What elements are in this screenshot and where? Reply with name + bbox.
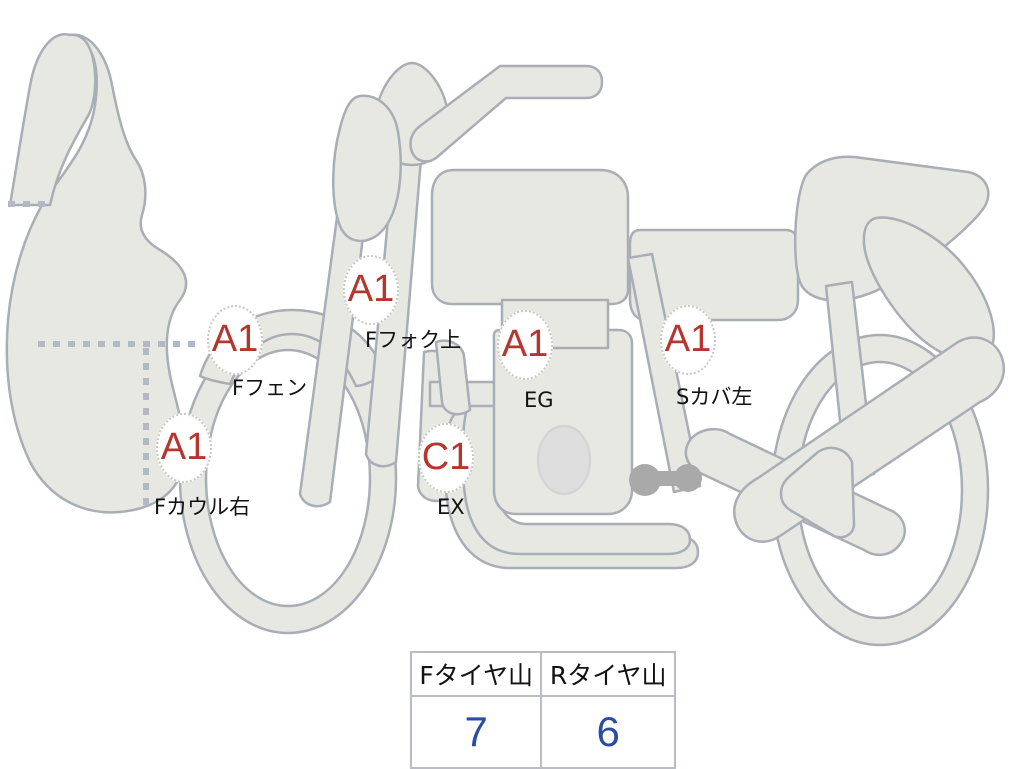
marker-label-side-cover-left: Sカバ左	[676, 385, 753, 409]
marker-label-engine: EG	[524, 388, 554, 412]
tyre-tread-table: Fタイヤ山 Rタイヤ山 7 6	[409, 651, 676, 769]
tyre-table-header-rear: Rタイヤ山	[540, 651, 676, 697]
marker-side-cover-left[interactable]: A1	[660, 305, 716, 375]
tyre-table-header-front: Fタイヤ山	[409, 651, 543, 697]
marker-engine[interactable]: A1	[497, 310, 553, 380]
marker-grade: C1	[421, 436, 471, 478]
fuel-tank	[430, 168, 630, 306]
marker-grade: A1	[160, 426, 208, 468]
guide-lines	[8, 201, 196, 508]
marker-label-f-fender: Fフェン	[232, 376, 308, 400]
marker-label-f-cowl-right: Fカウル右	[154, 495, 251, 519]
tyre-table-value-rear: 6	[540, 695, 676, 769]
handlebar	[409, 64, 604, 163]
tyre-table-value-front: 7	[409, 695, 543, 769]
marker-grade: A1	[347, 268, 395, 310]
frame-down-tube	[626, 252, 702, 494]
shock-bracket	[779, 446, 856, 539]
clutch-cover	[536, 424, 592, 496]
marker-label-exhaust: EX	[437, 495, 465, 519]
footpeg	[629, 464, 702, 496]
windscreen-shape	[8, 33, 97, 207]
marker-f-fork-upper[interactable]: A1	[343, 255, 399, 325]
marker-grade: A1	[501, 323, 549, 365]
table-value-row: 7 6	[409, 695, 676, 769]
meter-panel	[331, 94, 402, 243]
table-header-row: Fタイヤ山 Rタイヤ山	[409, 651, 676, 697]
marker-label-f-fork-upper: Fフォク上	[365, 328, 462, 352]
marker-f-fender[interactable]: A1	[207, 305, 263, 375]
marker-exhaust[interactable]: C1	[418, 423, 474, 493]
marker-grade: A1	[211, 318, 259, 360]
marker-grade: A1	[664, 318, 712, 360]
marker-f-cowl-right[interactable]: A1	[156, 413, 212, 483]
engine-guard	[434, 339, 472, 416]
